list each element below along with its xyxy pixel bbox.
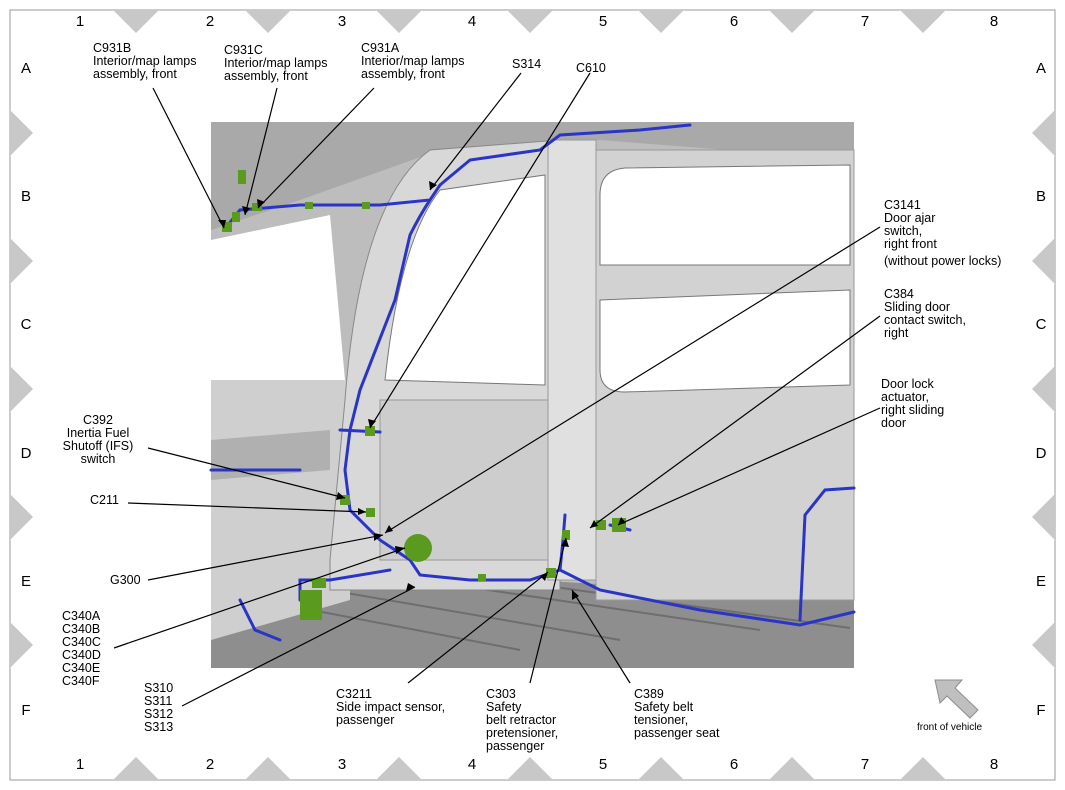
label-c931c: C931C Interior/map lamps assembly, front (224, 43, 328, 83)
label-c211: C211 (90, 493, 119, 507)
label-c389: C389 Safety belt tensioner, passenger se… (634, 687, 720, 740)
grid-col-4-top: 4 (467, 13, 477, 30)
grid-col-8-top: 8 (989, 13, 999, 30)
grid-row-a-right: A (1035, 60, 1046, 77)
label-s314: S314 (512, 57, 542, 71)
label-door-lock-actuator: Door lock actuator, right sliding door (881, 377, 945, 430)
grid-col-2-bottom: 2 (205, 756, 215, 773)
label-c3211: C3211 Side impact sensor, passenger (336, 687, 446, 727)
grid-row-d-left: D (20, 445, 32, 462)
grid-row-f-right: F (1036, 702, 1046, 719)
front-arrow-icon (934, 679, 979, 719)
grid-col-6-top: 6 (729, 13, 739, 30)
label-c340: C340A C340B C340C C340D C340E C340F (62, 609, 101, 688)
grid-col-1-top: 1 (75, 13, 85, 30)
grid-row-b-right: B (1035, 188, 1046, 205)
vehicle-interior-photo (211, 122, 855, 668)
grid-col-6-bottom: 6 (729, 756, 739, 773)
label-c610: C610 (576, 61, 606, 75)
grid-row-d-right: D (1035, 445, 1047, 462)
grid-col-7-top: 7 (860, 13, 870, 30)
grid-col-3-top: 3 (337, 13, 347, 30)
front-of-vehicle-label: front of vehicle (917, 722, 983, 733)
grid-row-c-left: C (20, 316, 32, 333)
label-c931b: C931B Interior/map lamps assembly, front (93, 41, 197, 81)
label-c931a: C931A Interior/map lamps assembly, front (361, 41, 465, 81)
grid-row-c-right: C (1035, 316, 1047, 333)
grid-row-e-right: E (1035, 573, 1046, 590)
grid-row-e-left: E (20, 573, 31, 590)
grid-col-5-bottom: 5 (598, 756, 608, 773)
grid-row-f-left: F (21, 702, 31, 719)
leader-lines (113, 72, 881, 707)
leader-arrowheads (218, 181, 626, 600)
grid-col-1-bottom: 1 (75, 756, 85, 773)
grid-col-4-bottom: 4 (467, 756, 477, 773)
grid-col-2-top: 2 (205, 13, 215, 30)
label-s310-s313: S310 S311 S312 S313 (144, 681, 174, 734)
connectors (222, 170, 626, 620)
label-g300: G300 (110, 573, 141, 587)
label-c303: C303 Safety belt retractor pretensioner,… (486, 687, 559, 753)
label-c392: C392 Inertia Fuel Shutoff (IFS) switch (62, 413, 134, 466)
label-c384: C384 Sliding door contact switch, right (884, 287, 966, 340)
grid-col-8-bottom: 8 (989, 756, 999, 773)
grid-col-5-top: 5 (598, 13, 608, 30)
label-c3141: C3141 Door ajar switch, right front (wit… (884, 198, 1002, 268)
grid-row-a-left: A (20, 60, 31, 77)
grid-col-3-bottom: 3 (337, 756, 347, 773)
grid-col-7-bottom: 7 (860, 756, 870, 773)
grid-markers (10, 10, 1055, 780)
grid-row-b-left: B (20, 188, 31, 205)
